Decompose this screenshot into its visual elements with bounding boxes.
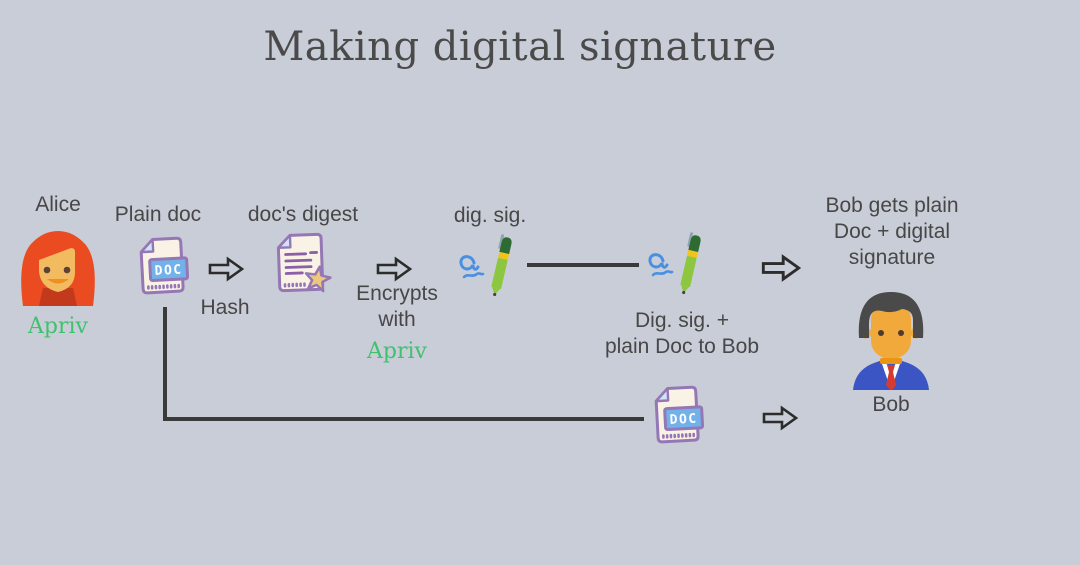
send-text-block: Dig. sig. + plain Doc to Bob [592, 308, 772, 360]
digsig-connector-line [527, 263, 639, 267]
digest-label: doc's digest [247, 203, 359, 226]
receive-label-line3: signature [848, 246, 936, 269]
encrypt-arrow [375, 255, 413, 283]
to-bob-arrow [760, 252, 802, 284]
arrow-right-icon [762, 405, 799, 431]
pen-signature-icon [648, 232, 701, 295]
pen-signature-icon [459, 234, 512, 297]
plain-doc-label: Plain doc [114, 203, 202, 226]
document-icon: DOC [654, 385, 705, 444]
encrypt-key-label: Apriv [367, 339, 427, 364]
alice-label: Alice [35, 193, 81, 216]
receive-label-line2: Doc + digital [833, 220, 951, 243]
plain-doc-path-vertical [163, 307, 167, 420]
document-icon: DOC [139, 236, 190, 295]
bottom-to-bob-arrow [760, 404, 800, 432]
encrypt-label-line1: Encrypts [356, 282, 438, 305]
receive-label-line1: Bob gets plain [825, 194, 959, 217]
plain-doc-path-horizontal [163, 417, 644, 421]
sent-pen-icon [641, 231, 703, 297]
arrow-right-icon [208, 256, 245, 282]
arrow-right-icon [376, 256, 413, 282]
send-label-line2: plain Doc to Bob [604, 335, 760, 358]
doc-badge-label: DOC [154, 262, 183, 278]
digest-icon [265, 229, 337, 301]
encrypt-text-block: Encrypts with Apriv [344, 281, 450, 364]
doc-badge-label: DOC [669, 411, 698, 427]
hash-arrow [207, 255, 245, 283]
alice-avatar [15, 226, 101, 312]
digsig-label: dig. sig. [453, 204, 527, 227]
hash-label: Hash [200, 296, 250, 319]
encrypt-label-line2: with [378, 308, 416, 331]
page-title: Making digital signature [263, 24, 777, 70]
plain-doc-copy-icon: DOC [645, 383, 711, 449]
bob-avatar [846, 286, 936, 390]
receive-text-block: Bob gets plain Doc + digital signature [808, 193, 976, 271]
document-star-icon [276, 232, 332, 293]
alice-private-key-label: Apriv [28, 314, 88, 339]
man-avatar-icon [853, 292, 929, 390]
digsig-pen-icon [452, 233, 514, 299]
plain-doc-icon: DOC [130, 234, 196, 300]
send-label-line1: Dig. sig. + [635, 309, 729, 332]
arrow-right-icon [761, 254, 802, 282]
bob-label: Bob [872, 393, 910, 416]
woman-avatar-icon [21, 231, 95, 306]
